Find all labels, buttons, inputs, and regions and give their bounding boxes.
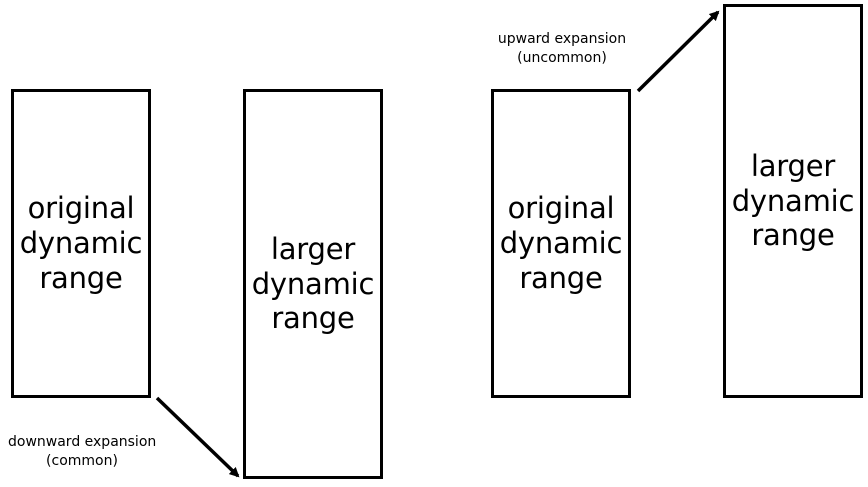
larger-dynamic-range-box-right: larger dynamic range <box>723 4 863 398</box>
larger-dynamic-range-box-left: larger dynamic range <box>243 89 383 479</box>
original-dynamic-range-label-left: original dynamic range <box>19 191 143 295</box>
upward-expansion-arrow <box>636 10 720 93</box>
larger-dynamic-range-label-left: larger dynamic range <box>251 231 375 336</box>
upward-expansion-title: upward expansion <box>497 31 627 47</box>
upward-expansion-annotation: upward expansion (uncommon) <box>497 30 627 68</box>
downward-expansion-arrow <box>155 396 240 478</box>
larger-dynamic-range-label-right: larger dynamic range <box>731 148 855 253</box>
downward-expansion-note: (common) <box>46 452 118 469</box>
downward-expansion-title: downward expansion <box>8 434 157 450</box>
original-dynamic-range-box-left: original dynamic range <box>11 89 151 398</box>
downward-expansion-annotation: downward expansion (common) <box>8 433 156 471</box>
upward-expansion-note: (uncommon) <box>517 49 607 66</box>
original-dynamic-range-box-right: original dynamic range <box>491 89 631 398</box>
original-dynamic-range-label-right: original dynamic range <box>499 191 623 295</box>
